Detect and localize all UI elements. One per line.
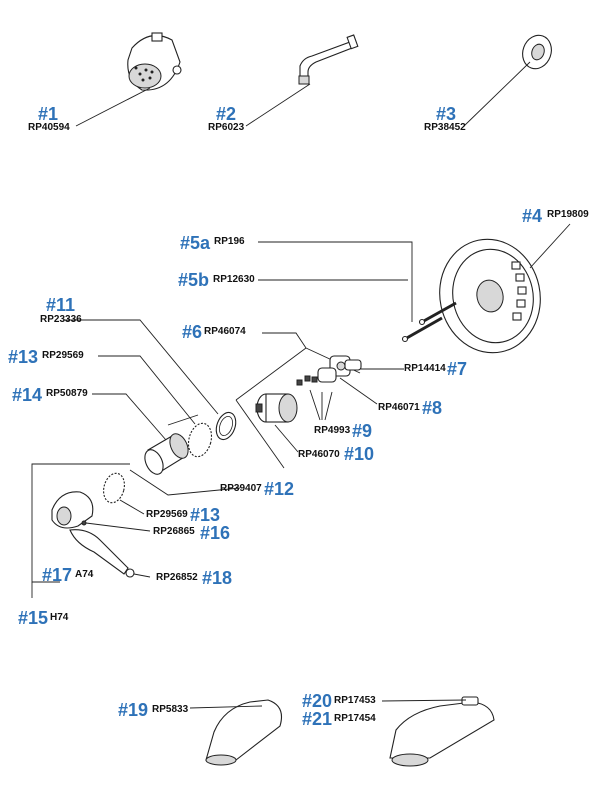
bracket-15	[31, 463, 130, 583]
shower-arm-icon	[298, 34, 359, 85]
part-number-17: A74	[75, 569, 94, 580]
leader-10	[274, 424, 299, 453]
callout-number-9: #9	[352, 421, 373, 441]
leader-6	[262, 332, 307, 349]
callout-number-8: #8	[422, 398, 443, 418]
part-number-5b: RP12630	[213, 274, 255, 285]
part-number-6: RP46074	[204, 326, 246, 337]
part-number-19: RP5833	[152, 704, 189, 715]
o-ring-icon	[215, 411, 237, 441]
callout-number-17: #17	[42, 565, 73, 585]
leader-13b	[119, 499, 145, 515]
callout-number-2: #2	[216, 104, 237, 124]
callout-number-20: #20	[302, 691, 333, 711]
flange-icon	[522, 34, 552, 70]
callout-number-15: #15	[18, 608, 49, 628]
callout-number-10: #10	[344, 444, 375, 464]
leader-20	[381, 699, 467, 702]
leader-3	[463, 61, 531, 127]
gear-washer-icon	[103, 422, 213, 504]
part-number-21: RP17454	[334, 713, 376, 724]
part-number-15: H74	[50, 612, 69, 623]
leader-19	[189, 705, 263, 709]
callout-number-7: #7	[447, 359, 468, 379]
part-number-10: RP46070	[298, 449, 340, 460]
leader-9	[309, 389, 333, 421]
leader-13a	[98, 355, 196, 425]
leader-1	[75, 87, 151, 127]
callout-number-6: #6	[182, 322, 203, 342]
callout-number-1: #1	[38, 104, 59, 124]
callout-number-19: #19	[118, 700, 149, 720]
leader-8	[339, 377, 378, 405]
part-number-1: RP40594	[28, 122, 70, 133]
part-number-13-top: RP29569	[42, 350, 84, 361]
callout-number-5a: #5a	[180, 233, 211, 253]
callout-number-12: #12	[264, 479, 295, 499]
callout-number-13-bottom: #13	[190, 505, 221, 525]
part-number-14: RP50879	[46, 388, 88, 399]
screw-icon	[401, 301, 457, 343]
leader-5a	[258, 241, 413, 322]
callout-number-18: #18	[202, 568, 233, 588]
callout-number-16: #16	[200, 523, 231, 543]
callout-number-11: #11	[46, 295, 76, 315]
valve-body-icon	[317, 355, 362, 383]
part-number-3: RP38452	[424, 122, 466, 133]
tub-spout-icon	[205, 699, 283, 766]
part-number-18: RP26852	[156, 572, 198, 583]
leader-14	[92, 393, 167, 441]
part-number-11: RP23336	[40, 314, 82, 325]
callout-number-5b: #5b	[178, 270, 210, 290]
part-number-16: RP26865	[153, 526, 195, 537]
part-number-12: RP39407	[220, 483, 262, 494]
leader-4	[529, 223, 571, 269]
part-number-13-bottom: RP29569	[146, 509, 188, 520]
part-number-7: RP14414	[404, 363, 446, 374]
part-number-8: RP46071	[378, 402, 420, 413]
part-number-9: RP4993	[314, 425, 351, 436]
showerhead-icon	[127, 32, 182, 91]
bracket-12	[129, 469, 241, 496]
bracket-6	[235, 347, 307, 401]
washer-icon	[296, 375, 318, 386]
escutcheon-icon	[439, 238, 541, 354]
part-number-4: RP19809	[547, 209, 589, 220]
part-number-2: RP6023	[208, 122, 245, 133]
stop-tube-icon	[144, 433, 189, 475]
part-number-20: RP17453	[334, 695, 376, 706]
part-number-5a: RP196	[214, 236, 245, 247]
callout-number-21: #21	[302, 709, 333, 729]
handle-icon	[51, 491, 135, 578]
leader-11	[64, 319, 219, 415]
diverter-spout-icon	[389, 696, 495, 767]
callout-number-3: #3	[436, 104, 457, 124]
leader-2	[245, 83, 311, 127]
leader-16	[85, 522, 151, 532]
cartridge-icon	[255, 393, 298, 423]
callout-number-14: #14	[12, 385, 43, 405]
callout-number-13-top: #13	[8, 347, 39, 367]
leader-18	[133, 573, 151, 578]
callout-number-4: #4	[522, 206, 543, 226]
